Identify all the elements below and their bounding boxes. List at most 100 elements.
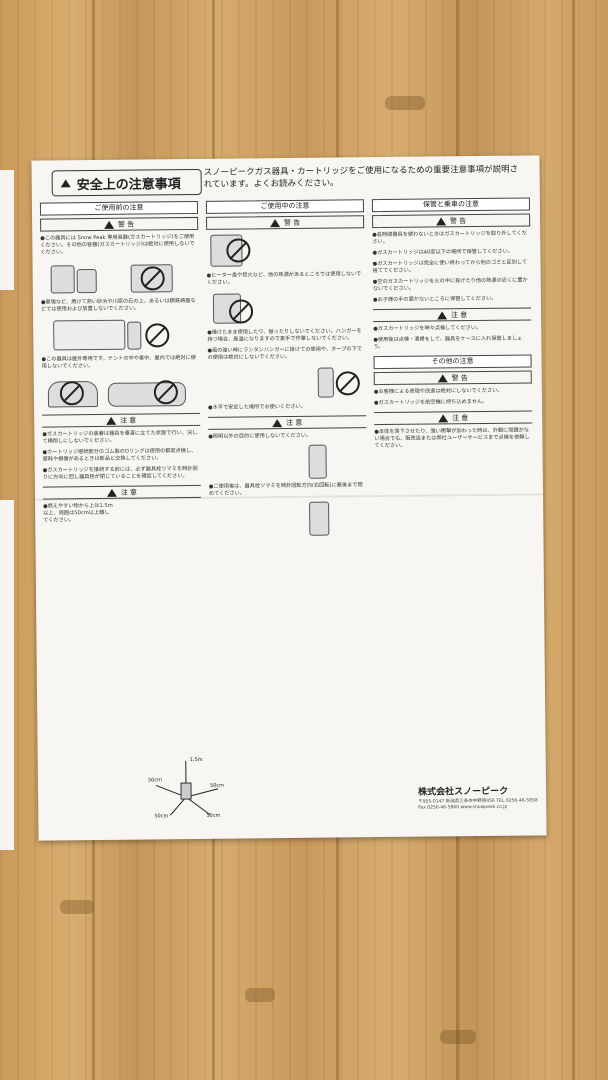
caution-label: 注 意 bbox=[374, 410, 533, 426]
warning-item: ●ヒーター类や焚火など、他の熱源があるところでは使用しないでください。 bbox=[206, 271, 362, 286]
prohibited-icon bbox=[226, 238, 251, 263]
warning-item: ●ガスカートリッジは完全に使い終わってから他のゴミと区別して捨ててください。 bbox=[372, 259, 528, 275]
caution-text: 注 意 bbox=[120, 488, 138, 497]
lantern-image bbox=[127, 321, 142, 350]
warning-item: ●風の強い時にランタンハンガーに掛けての使用や、タープの下での使用は絶対にしない… bbox=[207, 346, 362, 361]
column-storage: 保管と乗車の注意 警 告 ●長時間器具を使わないときはガスカートリッジを取り外し… bbox=[371, 197, 533, 450]
warning-item: ●水平で安定した場所でお使いください。 bbox=[208, 403, 306, 411]
safety-instruction-sheet: 安全上の注意事項 スノーピークガス器具・カートリッジをご使用になるための重要注意… bbox=[31, 155, 547, 841]
warning-text: 警 告 bbox=[451, 373, 468, 382]
prohibited-icon bbox=[145, 323, 170, 348]
caution-label: 注 意 bbox=[42, 412, 201, 428]
warning-item: ●夏場など、焼けて熱い砂浜や川原の石の上、あるいは鋼鉄路面などでは使用および放置… bbox=[40, 297, 196, 313]
bamboo-node bbox=[245, 988, 275, 1002]
clearance-arrows bbox=[155, 761, 219, 816]
lantern-image bbox=[317, 367, 334, 398]
column-header: その他の注意 bbox=[373, 354, 532, 370]
distance-label: 50cm bbox=[147, 777, 162, 784]
column-before-use: ご使用前の注意 警 告 ●この器具には Snow Peak 専用容器(ガスカート… bbox=[39, 200, 201, 525]
caution-text: 注 意 bbox=[120, 416, 137, 425]
beach-image bbox=[53, 319, 126, 351]
caution-label: 注 意 bbox=[373, 307, 532, 323]
lantern-image bbox=[309, 501, 330, 536]
illustration bbox=[206, 231, 364, 269]
clearance-diagram: 1.5m 50cm 50cm 50cm 50cm bbox=[148, 757, 229, 822]
title-text: 安全上の注意事項 bbox=[76, 176, 181, 193]
caution-icon bbox=[438, 413, 449, 422]
wood-seam bbox=[572, 0, 575, 1080]
caution-icon bbox=[272, 418, 283, 427]
warning-text: 警 告 bbox=[449, 216, 467, 225]
warning-text: 警 告 bbox=[283, 218, 301, 227]
column-header: 保管と乗車の注意 bbox=[371, 197, 531, 213]
warning-icon bbox=[60, 179, 71, 188]
warning-label: 警 告 bbox=[206, 215, 365, 230]
warning-item: ●空のガスカートリッジを火の中に投げたり他の熱源の近くに置かないでください。 bbox=[372, 277, 528, 293]
caution-text: 注 意 bbox=[450, 310, 468, 319]
caution-item: ●ガスカートリッジを接続する前には、必ず器具栓ツマミを時計回りに方向に回し器具栓… bbox=[42, 465, 198, 481]
warning-text: 警 告 bbox=[117, 220, 135, 229]
caution-item: ●燃えやすい物から上は1.5m以上、周囲は50cm以上離してください。 bbox=[43, 502, 113, 524]
illustration bbox=[40, 258, 198, 296]
caution-item: ●ご使用後は、器具栓ツマミを時計回転方向(右回転)に最後まで閉めてください。 bbox=[208, 482, 363, 497]
caution-text: 注 意 bbox=[286, 418, 303, 427]
second-sheet-edge bbox=[0, 170, 14, 290]
lantern-image bbox=[308, 444, 327, 479]
warning-item: ●この器具には Snow Peak 専用容器(ガスカートリッジ)をご使用ください… bbox=[40, 233, 195, 256]
caution-item: ●ガスカートリッジの装着は器具を垂直に立てた状態で行い、決して横倒しにしないでく… bbox=[42, 429, 198, 445]
warning-icon bbox=[437, 373, 448, 382]
bamboo-node bbox=[385, 96, 425, 110]
caution-item: ●本体を落下させたり、強い衝撃が加わった時は、外観に問題がない場合でも、販売店ま… bbox=[374, 427, 530, 450]
caution-icon bbox=[106, 488, 117, 497]
company-address: 〒955-0147 新潟県三条市中野原456 TEL 0256-46-5858 … bbox=[418, 798, 538, 811]
illustration bbox=[207, 288, 365, 326]
illustration bbox=[208, 363, 366, 401]
warning-label: 警 告 bbox=[40, 216, 199, 232]
caution-label: 注 意 bbox=[208, 415, 367, 430]
caution-icon bbox=[106, 416, 117, 425]
illustration bbox=[41, 315, 199, 353]
prohibited-icon bbox=[153, 380, 179, 405]
prohibited-icon bbox=[335, 371, 360, 396]
caution-item: ●ガスカートリッジを時々点検してください。 bbox=[373, 324, 482, 333]
warning-icon bbox=[435, 216, 447, 225]
column-header: ご使用中の注意 bbox=[205, 199, 365, 214]
intro-text: スノーピークガス器具・カートリッジをご使用になるための重要注意事項が説明されてい… bbox=[203, 164, 519, 190]
column-header: ご使用前の注意 bbox=[39, 200, 199, 216]
illustration bbox=[42, 372, 200, 410]
column-during-use: ご使用中の注意 警 告 ●ヒーター类や焚火など、他の熱源があるところでは使用しな… bbox=[205, 199, 368, 537]
caution-item: ●照明以外の目的に使用しないでください。 bbox=[208, 432, 312, 440]
bamboo-node bbox=[440, 1030, 476, 1044]
caution-item: ●カートリッジ接続部分のゴム製のOリングは使用の都度点検し、摩耗や損傷があるとき… bbox=[42, 447, 197, 463]
distance-label: 50cm bbox=[209, 782, 225, 789]
page-title: 安全上の注意事項 bbox=[51, 168, 202, 197]
distance-label: 50cm bbox=[154, 813, 169, 820]
illustration bbox=[209, 499, 367, 537]
second-sheet-edge bbox=[0, 500, 14, 850]
warning-label: 警 告 bbox=[373, 370, 532, 386]
distance-label: 50cm bbox=[206, 812, 221, 819]
caution-text: 注 意 bbox=[452, 413, 469, 422]
illustration bbox=[208, 442, 366, 480]
company-name: 株式会社スノーピーク bbox=[418, 786, 509, 798]
distance-label: 1.5m bbox=[189, 756, 203, 764]
warning-item: ●長時間器具を使わないときはガスカートリッジを取り外してください。 bbox=[372, 230, 527, 246]
caution-label: 注 意 bbox=[42, 484, 201, 500]
prohibited-icon bbox=[59, 381, 85, 406]
warning-item: ●この器具は屋外専用です。テントの中や車中、屋内では絶対に使用しないでください。 bbox=[41, 354, 197, 370]
caution-icon bbox=[436, 310, 448, 319]
gas-cartridge-image bbox=[50, 265, 75, 294]
warning-icon bbox=[269, 218, 281, 227]
warning-item: ●お子様の手の届かないところに保管してください。 bbox=[372, 295, 497, 304]
prohibited-icon bbox=[228, 299, 254, 324]
warning-item: ●燥けたまま使用したり、振ったりしないでください。ハンガーを持つ場合、高温になり… bbox=[207, 328, 362, 343]
warning-item: ●ガスカートリッジは40度以下の場所で保管してください。 bbox=[372, 248, 513, 257]
warning-icon bbox=[103, 220, 115, 229]
gas-cartridge-image bbox=[76, 269, 97, 294]
prohibited-icon bbox=[140, 266, 165, 291]
caution-item: ●使用後は点検・清掃をして、器具をケースに入れ保管しましょう。 bbox=[373, 335, 523, 351]
bamboo-node bbox=[60, 900, 94, 914]
warning-item: ●お客様による修理や改造は絶対にしないでください。 bbox=[373, 387, 503, 396]
warning-label: 警 告 bbox=[372, 213, 531, 229]
warning-item: ●ガスカートリッジを航空機に持ち込めません。 bbox=[373, 398, 488, 407]
